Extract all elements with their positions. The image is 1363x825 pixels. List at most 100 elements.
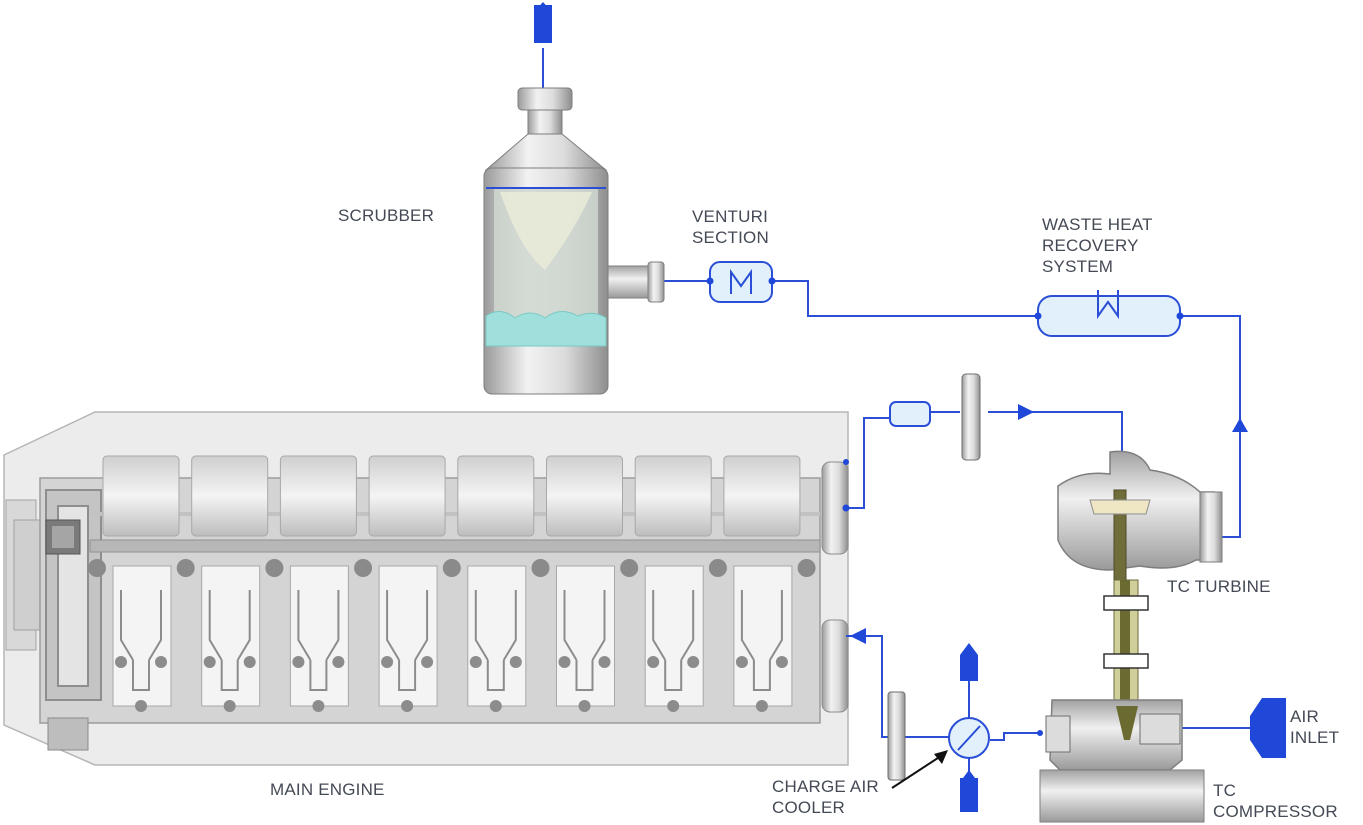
engine-end-inner xyxy=(13,519,41,631)
cooler-water-in xyxy=(960,655,978,681)
compressor-base xyxy=(1039,769,1205,823)
crank-pin xyxy=(332,656,345,668)
exhaust-receiver xyxy=(889,401,931,427)
cylinder-head xyxy=(634,455,712,537)
scrubber-label: SCRUBBER xyxy=(338,206,435,225)
crank-pin xyxy=(292,656,305,668)
crank-pin xyxy=(223,700,236,712)
main-engine xyxy=(3,411,849,766)
cooler-pointer xyxy=(891,753,945,789)
bearing-bottom xyxy=(1103,653,1149,669)
crank-pin xyxy=(647,656,660,668)
connecting-rod xyxy=(386,590,429,691)
exhaust-separator xyxy=(961,373,981,461)
tc-turbine xyxy=(1057,450,1223,581)
exhaust-line-components xyxy=(842,373,1248,512)
crank-pin xyxy=(558,656,571,668)
cooler-symbol xyxy=(957,725,981,751)
crank-pin xyxy=(135,700,147,712)
main-bearing xyxy=(708,559,727,577)
compressor-inlet-housing xyxy=(1139,713,1181,745)
crank-pin xyxy=(489,700,502,712)
crank-pin xyxy=(775,656,788,668)
cylinder-head xyxy=(191,455,269,537)
air-inlet-block xyxy=(1250,698,1286,758)
venturi-section xyxy=(706,261,776,303)
connecting-rod xyxy=(740,590,783,691)
main-bearing xyxy=(354,559,373,577)
connecting-rod xyxy=(208,590,251,691)
crank-pin xyxy=(578,700,591,712)
intercooler-pillar xyxy=(887,691,906,781)
tc-compressor xyxy=(1037,699,1205,823)
intake-flow-arrow xyxy=(850,628,866,644)
cylinder-head xyxy=(279,455,357,537)
crank-pin xyxy=(203,656,216,668)
engine-rail-mid xyxy=(90,512,820,516)
venturi-symbol xyxy=(730,268,752,294)
scrubber-water xyxy=(485,311,607,347)
scrubber-inlet-pipe xyxy=(607,265,649,299)
crank-pin xyxy=(115,656,127,668)
main-bearing xyxy=(620,559,639,577)
connecting-rod xyxy=(474,590,517,691)
engine-rail-top xyxy=(89,539,821,553)
scrubber-top-cap xyxy=(517,87,573,111)
connecting-rod xyxy=(120,590,162,691)
main-bearing xyxy=(797,559,816,577)
connecting-rod xyxy=(652,590,695,691)
charge-air-cooler xyxy=(850,628,990,812)
whr-return-arrow xyxy=(1232,418,1248,432)
connecting-rod xyxy=(297,590,340,691)
venturi-body xyxy=(709,261,773,303)
cooler-water-out xyxy=(960,778,978,812)
cylinder-head xyxy=(723,455,801,537)
main-bearing xyxy=(88,559,106,577)
scrubber-shoulder xyxy=(484,133,608,171)
turbine-rotor xyxy=(1089,499,1151,515)
main-bearing xyxy=(442,559,461,577)
exhaust-flow-arrow xyxy=(1018,404,1034,420)
crank-pin xyxy=(155,656,167,668)
crank-pin xyxy=(243,656,256,668)
cylinder-head xyxy=(368,455,446,537)
crank-pin xyxy=(598,656,611,668)
air-inlet xyxy=(1250,698,1286,758)
scrubber-neck xyxy=(527,109,563,135)
waste-heat-recovery-system xyxy=(1034,290,1184,337)
cylinder-head xyxy=(457,455,535,537)
crank-pin xyxy=(401,700,414,712)
main-engine-label: MAIN ENGINE xyxy=(270,780,385,799)
gear-box-inner xyxy=(52,526,74,548)
cylinder-head xyxy=(546,455,623,537)
crank-pin xyxy=(687,656,700,668)
crank-pin xyxy=(509,656,522,668)
bearing-top xyxy=(1103,595,1149,611)
crank-pin xyxy=(667,700,680,712)
crank-pin xyxy=(469,656,482,668)
compressor-outlet-housing xyxy=(1045,715,1071,753)
intake-flange xyxy=(821,619,849,713)
scrubber-stack-arrow xyxy=(534,2,552,12)
crank-pin xyxy=(312,700,325,712)
main-bearing xyxy=(265,559,284,577)
crank-pin xyxy=(421,656,434,668)
turbocharger-shaft xyxy=(1103,579,1149,707)
scrubber-spray-cone xyxy=(500,192,592,270)
tc-shaft-core xyxy=(1120,580,1130,706)
whr-symbol xyxy=(1097,290,1119,320)
scrubber-inlet-flange xyxy=(647,261,665,303)
compressor-impeller xyxy=(1116,706,1138,740)
connecting-rod xyxy=(563,590,606,691)
turbine-outlet-flange xyxy=(1199,491,1223,563)
cylinder-head xyxy=(102,455,180,537)
crank-pin xyxy=(381,656,394,668)
crank-pin xyxy=(735,656,748,668)
